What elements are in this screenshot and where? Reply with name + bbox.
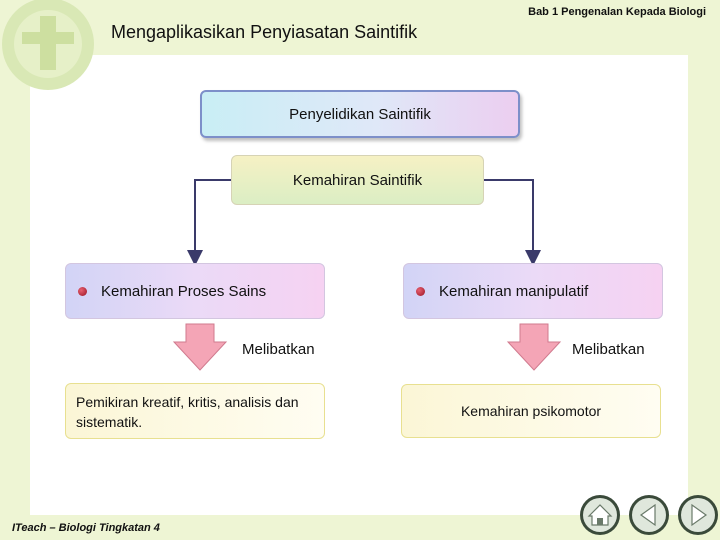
bullet-icon: [416, 286, 425, 296]
right-connector-line: [484, 179, 541, 266]
chapter-label: Bab 1 Pengenalan Kepada Biologi: [528, 6, 706, 18]
top-box: Penyelidikan Saintifik: [200, 90, 520, 138]
right-down-arrow: [506, 323, 562, 371]
right-result-text: Kemahiran psikomotor: [460, 403, 602, 419]
previous-icon[interactable]: [628, 494, 670, 536]
home-icon[interactable]: [579, 494, 621, 536]
left-branch-box: Kemahiran Proses Sains: [65, 263, 325, 319]
left-result-text: Pemikiran kreatif, kritis, analisis dan …: [76, 394, 299, 430]
left-branch-label: Kemahiran Proses Sains: [101, 282, 267, 300]
right-branch-label: Kemahiran manipulatif: [439, 282, 589, 300]
left-connector-label: Melibatkan: [242, 341, 315, 358]
footer-text: ITeach – Biologi Tingkatan 4: [12, 522, 160, 534]
right-branch-box: Kemahiran manipulatif: [403, 263, 663, 319]
logo-icon: [2, 0, 94, 90]
left-down-arrow: [172, 323, 228, 371]
left-connector-line: [187, 179, 232, 266]
right-result-box: Kemahiran psikomotor: [401, 384, 661, 438]
right-connector-label: Melibatkan: [572, 341, 645, 358]
left-result-box: Pemikiran kreatif, kritis, analisis dan …: [65, 383, 325, 439]
next-icon[interactable]: [677, 494, 719, 536]
page-title: Mengaplikasikan Penyiasatan Saintifik: [111, 22, 418, 42]
bullet-icon: [78, 286, 87, 296]
middle-box: Kemahiran Saintifik: [231, 155, 484, 205]
